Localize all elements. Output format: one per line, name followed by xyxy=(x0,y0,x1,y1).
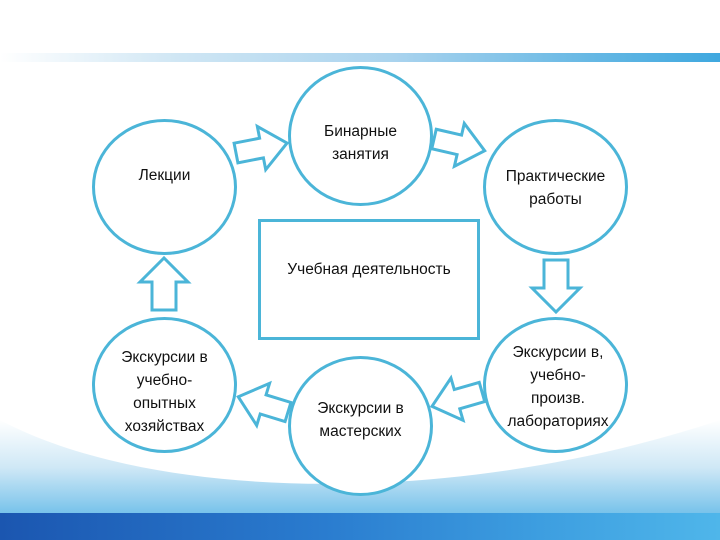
top-decor-band xyxy=(0,53,720,62)
arrow-practical-to-labs xyxy=(528,258,584,315)
arrow-farms-to-lectures xyxy=(136,255,192,312)
node-labs xyxy=(483,317,628,453)
arrow-workshops-to-farms xyxy=(236,380,293,429)
node-farms-label: Экскурсии в учебно- опытных хозяйствах xyxy=(121,349,208,435)
node-practical-label: Практические работы xyxy=(505,168,606,208)
arrow-labs-to-workshops xyxy=(429,374,487,424)
bottom-decor-bar xyxy=(0,513,720,540)
node-lectures-label: Лекции xyxy=(138,167,191,184)
node-binary xyxy=(288,66,433,206)
node-workshops xyxy=(288,356,433,496)
node-lectures xyxy=(92,119,237,255)
node-farms xyxy=(92,317,237,453)
node-binary-label: Бинарные занятия xyxy=(324,123,397,163)
node-workshops-label: Экскурсии в мастерских xyxy=(317,400,404,440)
node-practical xyxy=(483,119,628,255)
center-box xyxy=(258,219,480,340)
arrow-lectures-to-binary xyxy=(232,123,290,174)
arrow-binary-to-practical xyxy=(429,119,487,170)
center-box-label: Учебная деятельность xyxy=(287,261,451,278)
node-labs-label: Экскурсии в, учебно- произв. лаборатория… xyxy=(507,344,609,430)
